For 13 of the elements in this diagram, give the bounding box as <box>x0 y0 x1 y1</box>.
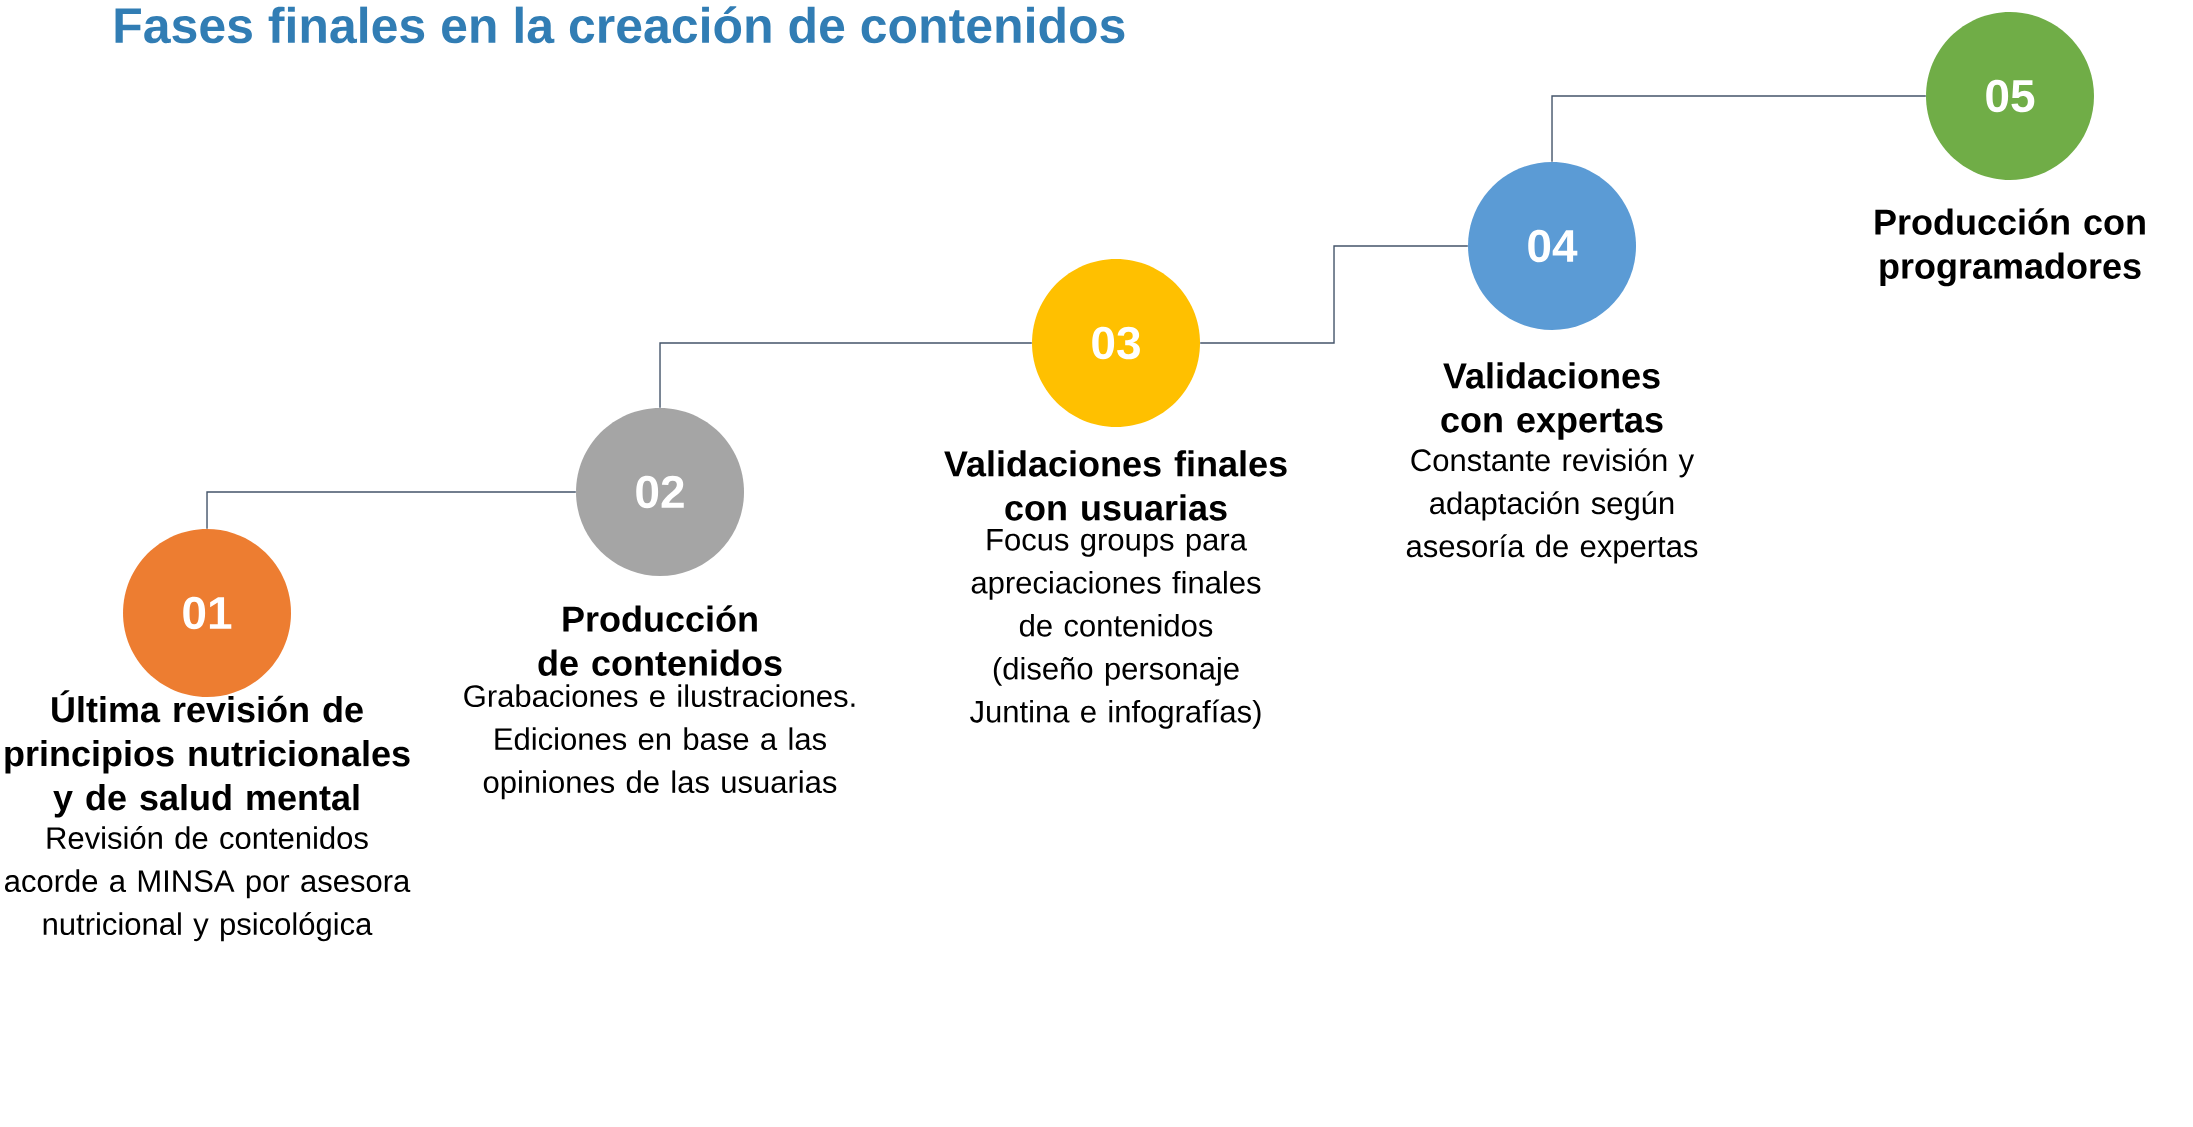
step-description: Revisión de contenidos acorde a MINSA por asesora nutricional y psicológica <box>5 825 411 942</box>
connector-line <box>1551 95 1927 163</box>
connector-line <box>1199 245 1469 344</box>
step-heading: Producción de contenidos <box>538 605 782 676</box>
step-description: Constante revisión y adaptación según asesoría de expertas <box>1406 448 1698 564</box>
title: Fases finales en la creación de contenidos <box>115 6 1125 44</box>
step-heading: Validaciones finales con usuarias <box>944 450 1287 521</box>
step-description: Grabaciones e ilustraciones. Ediciones en base a las opiniones de las usuarias <box>464 684 855 800</box>
connector-line <box>206 491 577 530</box>
connector-line <box>659 342 1033 409</box>
step-description: Focus groups para apreciaciones finales de contenidos (diseño personaje Juntina e infografías) <box>970 529 1261 729</box>
step-heading: Producción con programadores <box>1875 208 2145 287</box>
step-heading: Validaciones con expertas <box>1441 362 1663 440</box>
